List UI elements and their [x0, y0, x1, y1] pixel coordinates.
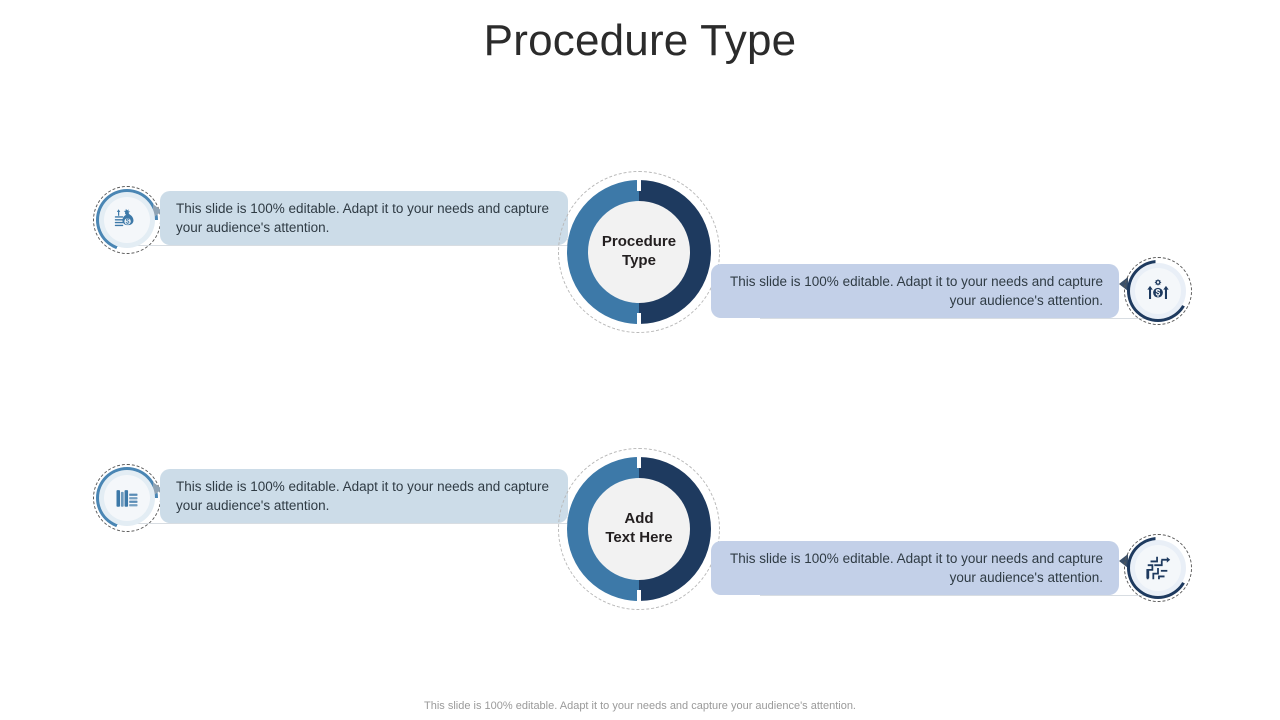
rail-top-left: [120, 245, 568, 246]
badge-book-stack[interactable]: [93, 464, 161, 532]
callout-bottom-left[interactable]: This slide is 100% editable. Adapt it to…: [160, 469, 568, 523]
badge-maze-arrow[interactable]: [1124, 534, 1192, 602]
hub-add-text-here[interactable]: Add Text Here: [558, 448, 720, 610]
hub-top-label-line2: Type: [622, 252, 656, 269]
hub-notch-bottom: [637, 590, 641, 602]
footer-note: This slide is 100% editable. Adapt it to…: [424, 700, 856, 712]
hub-bottom-label: Add Text Here: [599, 510, 678, 548]
rail-bottom-left: [120, 523, 568, 524]
callout-bottom-right-text: This slide is 100% editable. Adapt it to…: [730, 550, 1103, 585]
connector-triangle-top-left: [153, 204, 162, 218]
callout-top-right-text: This slide is 100% editable. Adapt it to…: [730, 273, 1103, 308]
rail-bottom-right: [760, 595, 1160, 596]
hub-dashed-ring: [558, 448, 720, 610]
rail-top-right: [760, 318, 1160, 319]
callout-bottom-right[interactable]: This slide is 100% editable. Adapt it to…: [711, 541, 1119, 595]
maze-arrow-icon: [1135, 545, 1181, 591]
hub-inner-disc: Procedure Type: [588, 201, 690, 303]
gear-dollar-growth-icon: [1135, 268, 1181, 314]
hub-notch-bottom: [637, 313, 641, 325]
hub-top-label-line1: Procedure: [601, 233, 677, 251]
hub-bottom-label-line2: Text Here: [605, 529, 673, 546]
callout-bottom-left-text: This slide is 100% editable. Adapt it to…: [176, 478, 549, 513]
connector-triangle-bottom-right: [1119, 554, 1128, 568]
dashed-ring: [1124, 257, 1192, 325]
connector-triangle-bottom-left: [153, 482, 162, 496]
money-bag-icon: [104, 197, 150, 243]
hub-bottom-label-line1: Add: [624, 510, 654, 528]
callout-top-right[interactable]: This slide is 100% editable. Adapt it to…: [711, 264, 1119, 318]
book-stack-icon: [104, 475, 150, 521]
hub-procedure-type[interactable]: Procedure Type: [558, 171, 720, 333]
page-title: Procedure Type: [483, 16, 797, 65]
hub-notch-top: [637, 179, 641, 191]
badge-gear-dollar-growth[interactable]: [1124, 257, 1192, 325]
badge-money-bag[interactable]: [93, 186, 161, 254]
callout-top-left-text: This slide is 100% editable. Adapt it to…: [176, 200, 549, 235]
dashed-ring: [1124, 534, 1192, 602]
hub-inner-disc: Add Text Here: [588, 478, 690, 580]
hub-notch-top: [637, 456, 641, 468]
connector-triangle-top-right: [1119, 277, 1128, 291]
callout-top-left[interactable]: This slide is 100% editable. Adapt it to…: [160, 191, 568, 245]
hub-dashed-ring: [558, 171, 720, 333]
hub-top-label: Procedure Type: [596, 233, 682, 271]
